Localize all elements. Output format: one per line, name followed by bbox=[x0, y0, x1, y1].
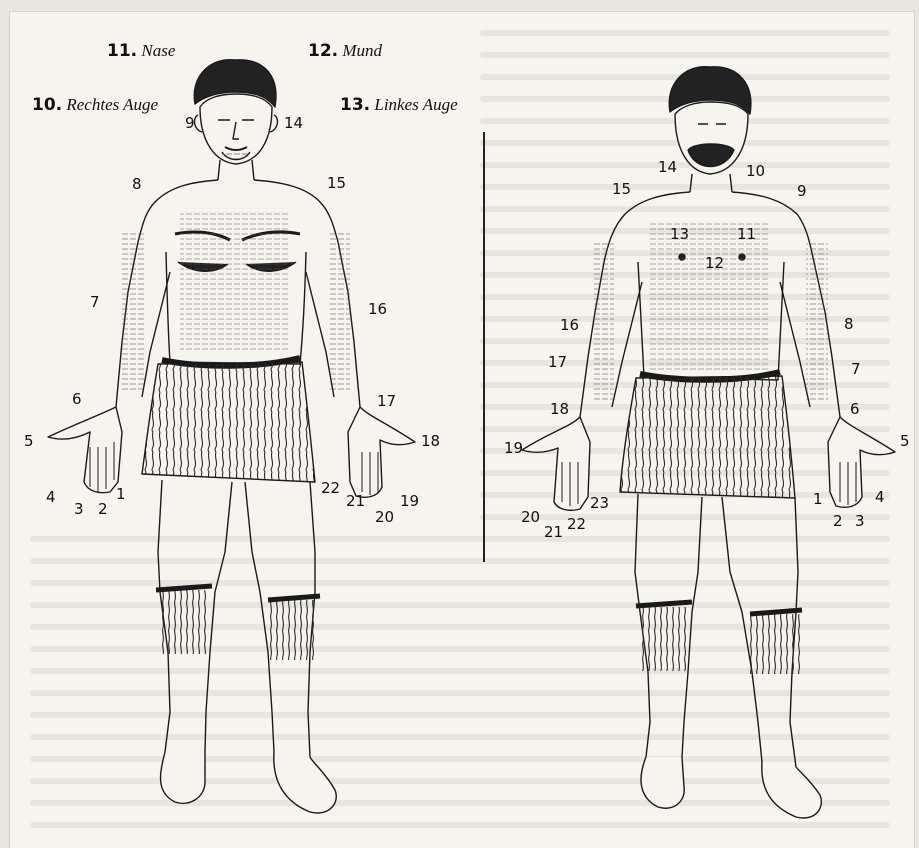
back-label-5: 5 bbox=[900, 434, 910, 449]
front-label-22: 22 bbox=[321, 481, 340, 496]
back-label-14: 14 bbox=[658, 160, 677, 175]
front-label-20: 20 bbox=[375, 510, 394, 525]
scanned-page: 11. Nase 12. Mund 10. Rechtes Auge 13. L… bbox=[10, 12, 914, 848]
caption-text: Linkes Auge bbox=[374, 95, 457, 114]
back-label-15: 15 bbox=[612, 182, 631, 197]
caption-number: 11. bbox=[107, 41, 137, 61]
back-label-2: 2 bbox=[833, 514, 843, 529]
front-label-17: 17 bbox=[377, 394, 396, 409]
front-label-4: 4 bbox=[46, 490, 56, 505]
front-label-9: 9 bbox=[185, 116, 195, 131]
caption-right-eye: 10. Rechtes Auge bbox=[32, 96, 158, 114]
back-label-22: 22 bbox=[567, 517, 586, 532]
back-label-18: 18 bbox=[550, 402, 569, 417]
back-label-1: 1 bbox=[813, 492, 823, 507]
caption-text: Rechtes Auge bbox=[66, 95, 158, 114]
back-label-9: 9 bbox=[797, 184, 807, 199]
front-label-15: 15 bbox=[327, 176, 346, 191]
caption-number: 10. bbox=[32, 95, 62, 115]
back-label-6: 6 bbox=[850, 402, 860, 417]
caption-mouth: 12. Mund bbox=[308, 42, 382, 60]
back-label-8: 8 bbox=[844, 317, 854, 332]
back-label-23: 23 bbox=[590, 496, 609, 511]
back-label-10: 10 bbox=[746, 164, 765, 179]
front-label-14: 14 bbox=[284, 116, 303, 131]
front-label-1: 1 bbox=[116, 487, 126, 502]
back-label-3: 3 bbox=[855, 514, 865, 529]
back-label-7: 7 bbox=[851, 362, 861, 377]
front-label-5: 5 bbox=[24, 434, 34, 449]
front-label-19: 19 bbox=[400, 494, 419, 509]
caption-text: Mund bbox=[342, 41, 382, 60]
back-label-11: 11 bbox=[737, 227, 756, 242]
caption-left-eye: 13. Linkes Auge bbox=[340, 96, 458, 114]
front-label-7: 7 bbox=[90, 295, 100, 310]
back-label-17: 17 bbox=[548, 355, 567, 370]
figures-svg bbox=[10, 12, 914, 848]
front-label-16: 16 bbox=[368, 302, 387, 317]
caption-text: Nase bbox=[141, 41, 175, 60]
caption-nose: 11. Nase bbox=[107, 42, 175, 60]
center-divider-line bbox=[483, 132, 485, 562]
caption-number: 12. bbox=[308, 41, 338, 61]
front-label-6: 6 bbox=[72, 392, 82, 407]
front-label-21: 21 bbox=[346, 494, 365, 509]
back-label-21: 21 bbox=[544, 525, 563, 540]
back-label-16: 16 bbox=[560, 318, 579, 333]
front-label-18: 18 bbox=[421, 434, 440, 449]
front-label-8: 8 bbox=[132, 177, 142, 192]
back-label-20: 20 bbox=[521, 510, 540, 525]
front-label-2: 2 bbox=[98, 502, 108, 517]
caption-number: 13. bbox=[340, 95, 370, 115]
front-label-3: 3 bbox=[74, 502, 84, 517]
back-label-12: 12 bbox=[705, 256, 724, 271]
back-label-4: 4 bbox=[875, 490, 885, 505]
back-label-19: 19 bbox=[504, 441, 523, 456]
back-label-13: 13 bbox=[670, 227, 689, 242]
back-figure-drawing bbox=[522, 67, 895, 818]
front-figure-drawing bbox=[48, 60, 415, 813]
